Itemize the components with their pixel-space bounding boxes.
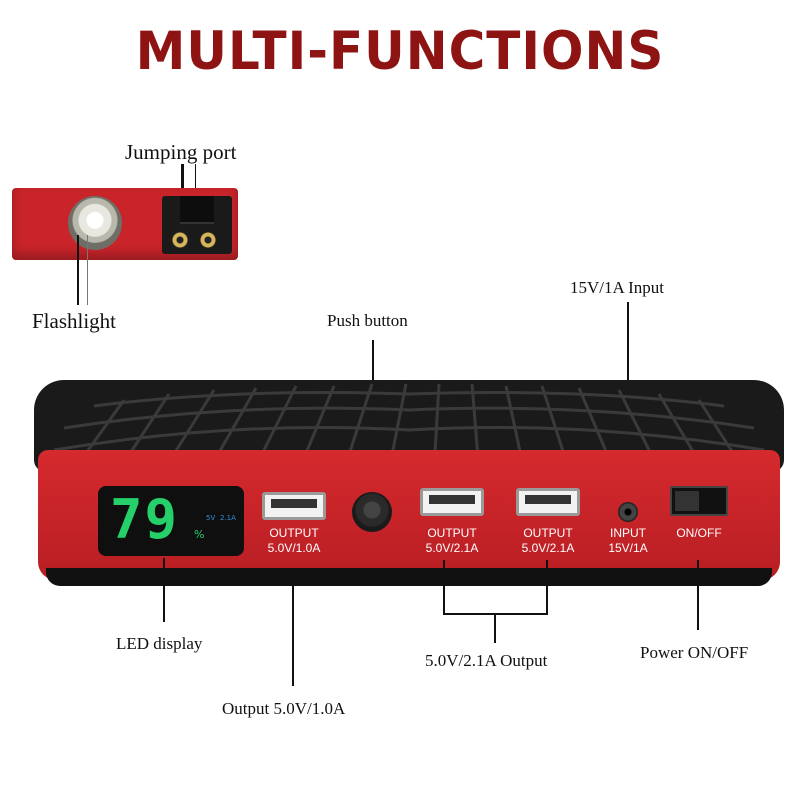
flashlight-jumping-port-closeup: [12, 188, 238, 260]
power-line: [697, 560, 699, 630]
port3-rating: 5.0V/2.1A: [521, 541, 575, 555]
page-title: MULTI-FUNCTIONS: [135, 20, 665, 82]
output-21a-line-left: [443, 560, 445, 615]
terminal-icon: [170, 230, 190, 250]
input-label: INPUT: [610, 526, 646, 540]
port1-label: OUTPUT: [269, 526, 319, 540]
dc-input-jack: [618, 502, 638, 522]
jump-starter-device: 79 % 5V 2.1A OUTPUT 5.0V/1.0A OUTPUT 5.0…: [34, 380, 784, 595]
push-button[interactable]: [352, 492, 392, 532]
port2-text: OUTPUT 5.0V/2.1A: [407, 526, 497, 556]
port2-rating: 5.0V/2.1A: [425, 541, 479, 555]
display-tag-current: 2.1A: [220, 514, 236, 522]
port1-rating: 5.0V/1.0A: [267, 541, 321, 555]
power-label: Power ON/OFF: [640, 643, 749, 662]
jumping-port-label: Jumping port: [125, 140, 237, 164]
port2-label: OUTPUT: [427, 526, 477, 540]
jumping-port: [162, 196, 232, 254]
usb-port-1a: [262, 492, 326, 520]
flashlight-line-2: [87, 235, 88, 305]
led-display-line: [163, 558, 165, 622]
push-button-label: Push button: [327, 311, 408, 330]
port3-label: OUTPUT: [523, 526, 573, 540]
output-21a-stem: [494, 613, 496, 643]
input-rating: 15V/1A: [608, 541, 648, 555]
power-switch[interactable]: [670, 486, 728, 516]
input-15v-label: 15V/1A Input: [570, 278, 664, 297]
input-text: INPUT 15V/1A: [583, 526, 673, 556]
usb-port-2a: [420, 488, 484, 516]
flashlight-line-1: [77, 235, 79, 305]
display-tag-voltage: 5V: [206, 514, 216, 522]
switch-label: ON/OFF: [676, 526, 722, 540]
device-base: [46, 568, 772, 586]
output-1a-line: [292, 568, 294, 686]
led-display: 79 % 5V 2.1A: [98, 486, 244, 556]
port3-text: OUTPUT 5.0V/2.1A: [503, 526, 593, 556]
output-21a-line-right: [546, 560, 548, 615]
led-display-label: LED display: [116, 634, 203, 653]
terminal-icon: [198, 230, 218, 250]
port1-text: OUTPUT 5.0V/1.0A: [249, 526, 339, 556]
output-1a-label: Output 5.0V/1.0A: [222, 699, 346, 718]
port-cap: [180, 196, 214, 224]
output-21a-label: 5.0V/2.1A Output: [425, 651, 548, 670]
display-percent: %: [194, 528, 205, 541]
display-digits: 79: [110, 488, 180, 551]
usb-port-2b: [516, 488, 580, 516]
flashlight-label: Flashlight: [32, 309, 117, 333]
